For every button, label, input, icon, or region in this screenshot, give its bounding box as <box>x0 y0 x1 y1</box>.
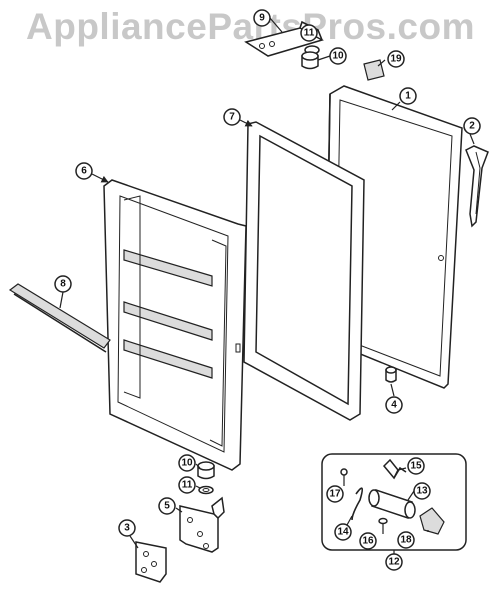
svg-text:5: 5 <box>164 501 170 512</box>
svg-text:9: 9 <box>259 13 265 24</box>
bottom-hinge-part <box>179 496 225 553</box>
leader-lines <box>59 17 475 554</box>
callout-16: 16 <box>359 532 377 550</box>
callout-3: 3 <box>118 519 136 537</box>
callout-14: 14 <box>334 523 352 541</box>
callout-15: 15 <box>407 457 425 475</box>
top-bushing-part <box>301 51 319 70</box>
lock-key-part <box>419 507 445 535</box>
svg-text:11: 11 <box>304 28 315 39</box>
svg-text:15: 15 <box>410 461 422 472</box>
svg-text:6: 6 <box>81 166 87 177</box>
callout-2: 2 <box>463 117 481 135</box>
callout-11-top: 11 <box>300 24 318 42</box>
callout-13: 13 <box>413 482 431 500</box>
callout-6: 6 <box>75 162 93 180</box>
callout-11-bottom: 11 <box>178 476 196 494</box>
svg-text:13: 13 <box>416 486 428 497</box>
hinge-shim-part <box>135 541 167 583</box>
svg-text:11: 11 <box>182 480 193 491</box>
svg-text:7: 7 <box>229 112 235 123</box>
svg-text:12: 12 <box>388 557 400 568</box>
svg-text:18: 18 <box>400 535 412 546</box>
svg-text:1: 1 <box>405 91 411 102</box>
svg-text:16: 16 <box>362 536 374 547</box>
svg-text:14: 14 <box>337 527 349 538</box>
svg-text:8: 8 <box>60 279 66 290</box>
callout-12: 12 <box>385 553 403 571</box>
callout-18: 18 <box>397 531 415 549</box>
door-gasket-part <box>243 121 365 421</box>
callout-10-bottom: 10 <box>178 454 196 472</box>
callout-8: 8 <box>54 275 72 293</box>
svg-text:3: 3 <box>124 523 130 534</box>
callout-17: 17 <box>326 485 344 503</box>
trim-strip-part <box>8 283 111 353</box>
door-stop-part <box>385 366 397 383</box>
svg-text:10: 10 <box>332 51 344 62</box>
callout-4: 4 <box>385 396 403 414</box>
lock-spring-part <box>351 487 364 521</box>
callout-1: 1 <box>399 87 417 105</box>
svg-text:10: 10 <box>181 458 193 469</box>
callout-10-top: 10 <box>329 47 347 65</box>
lock-washer-part <box>378 517 388 525</box>
callout-5: 5 <box>158 497 176 515</box>
door-liner-part <box>103 179 247 471</box>
svg-text:4: 4 <box>391 400 397 411</box>
lower-bushing-part <box>197 461 215 480</box>
lower-washer-part <box>198 485 214 495</box>
svg-text:19: 19 <box>390 54 402 65</box>
callout-19: 19 <box>387 50 405 68</box>
callout-9: 9 <box>253 9 271 27</box>
svg-text:2: 2 <box>469 121 475 132</box>
svg-text:17: 17 <box>329 489 341 500</box>
door-handle-part <box>465 145 489 228</box>
callout-7: 7 <box>223 108 241 126</box>
lock-cylinder-part <box>368 489 416 519</box>
lock-screw-part <box>340 468 348 476</box>
